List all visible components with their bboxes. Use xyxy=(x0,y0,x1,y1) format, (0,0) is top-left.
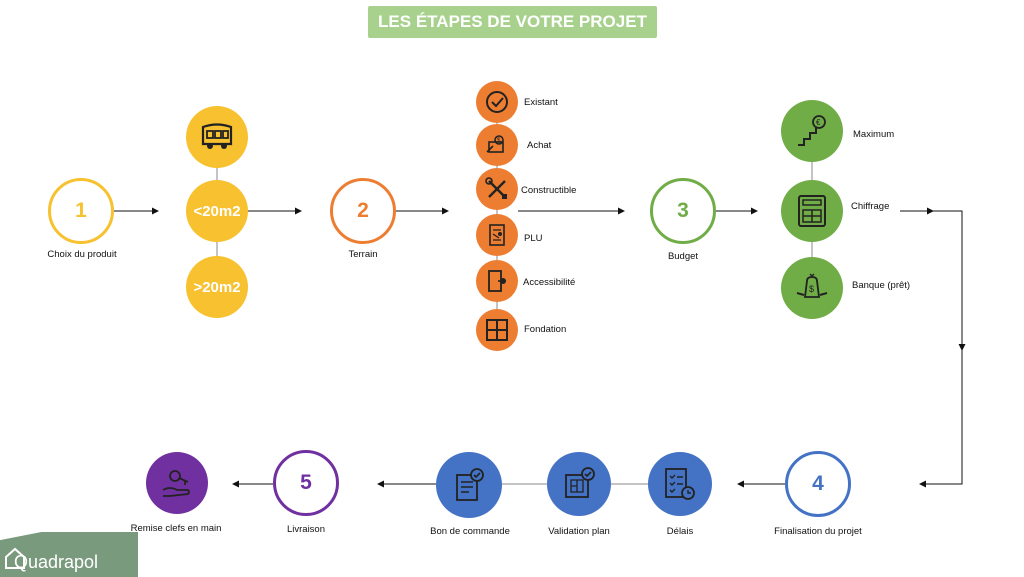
budget-item-2-label: Banque (prêt) xyxy=(852,280,911,291)
step-3-number: 3 xyxy=(677,199,689,222)
bottom-bon-commande-node xyxy=(436,452,502,518)
house-logo-icon xyxy=(5,547,25,569)
terrain-constructible-node xyxy=(476,168,518,210)
page-title: LES ÉTAPES DE VOTRE PROJET xyxy=(368,6,657,38)
bottom-item-3-label: Remise clefs en main xyxy=(130,523,222,534)
step-1-circle: 1 xyxy=(48,178,114,244)
tools-icon xyxy=(485,177,507,199)
step-3-circle: 3 xyxy=(650,178,716,244)
step-4-number: 4 xyxy=(812,472,824,495)
svg-text:€: € xyxy=(816,118,821,127)
step-2-number: 2 xyxy=(357,199,369,222)
bottom-validation-node xyxy=(547,452,611,516)
terrain-item-5-label: Fondation xyxy=(524,324,567,335)
step-2-circle: 2 xyxy=(330,178,396,244)
key-hand-icon xyxy=(162,470,190,497)
bottom-item-2-label: Bon de commande xyxy=(430,526,510,537)
grid-foundation-icon xyxy=(486,319,508,341)
blueprint-check-icon xyxy=(565,467,595,498)
product-small-label: <20m2 xyxy=(193,202,241,220)
svg-text:$: $ xyxy=(497,138,501,144)
terrain-item-4-label: Accessibilité xyxy=(523,277,576,288)
calculator-icon xyxy=(798,195,826,227)
budget-item-0-label: Maximum xyxy=(853,129,895,140)
terrain-plu-node xyxy=(476,214,518,256)
step-4-circle: 4 xyxy=(785,451,851,517)
step-2-label: Terrain xyxy=(348,249,378,260)
check-circle-icon xyxy=(486,91,508,113)
terrain-accessibilite-node xyxy=(476,260,518,302)
step-5-number: 5 xyxy=(300,471,312,494)
svg-text:$: $ xyxy=(809,284,814,294)
terrain-item-0-label: Existant xyxy=(524,97,558,108)
document-check-icon xyxy=(456,468,484,501)
budget-banque-node: $ xyxy=(781,257,843,319)
brand-logo-text: Quadrapol xyxy=(14,552,99,572)
terrain-achat-node: $ xyxy=(476,124,518,166)
step-3-label: Budget xyxy=(667,251,699,262)
brand-logo-background xyxy=(0,532,138,577)
door-key-icon xyxy=(488,270,506,292)
terrain-item-3-label: PLU xyxy=(524,233,543,244)
step-1-label: Choix du produit xyxy=(47,249,117,260)
plan-icon xyxy=(489,224,505,246)
purchase-icon: $ xyxy=(486,135,504,153)
product-trailer-node xyxy=(186,106,248,168)
money-hands-icon: $ xyxy=(796,273,828,298)
step-1-number: 1 xyxy=(75,199,87,222)
terrain-fondation-node xyxy=(476,309,518,351)
budget-maximum-node: € xyxy=(781,100,843,162)
checklist-clock-icon xyxy=(665,468,695,500)
bottom-delais-node xyxy=(648,452,712,516)
step-5-label: Livraison xyxy=(286,524,326,535)
budget-item-1-label: Chiffrage xyxy=(851,201,890,212)
step-5-circle: 5 xyxy=(273,450,339,516)
terrain-existant-node xyxy=(476,81,518,123)
product-large-node: >20m2 xyxy=(186,256,248,318)
trailer-icon xyxy=(201,123,233,149)
bottom-item-1-label: Validation plan xyxy=(548,526,610,537)
step-4-label: Finalisation du projet xyxy=(774,526,862,537)
euro-stairs-icon: € xyxy=(798,115,826,146)
product-small-node: <20m2 xyxy=(186,180,248,242)
terrain-item-2-label: Constructible xyxy=(521,185,577,196)
bottom-remise-clefs-node xyxy=(146,452,208,514)
product-large-label: >20m2 xyxy=(193,278,241,296)
budget-chiffrage-node xyxy=(781,180,843,242)
bottom-item-0-label: Délais xyxy=(666,526,694,537)
terrain-item-1-label: Achat xyxy=(527,140,552,151)
